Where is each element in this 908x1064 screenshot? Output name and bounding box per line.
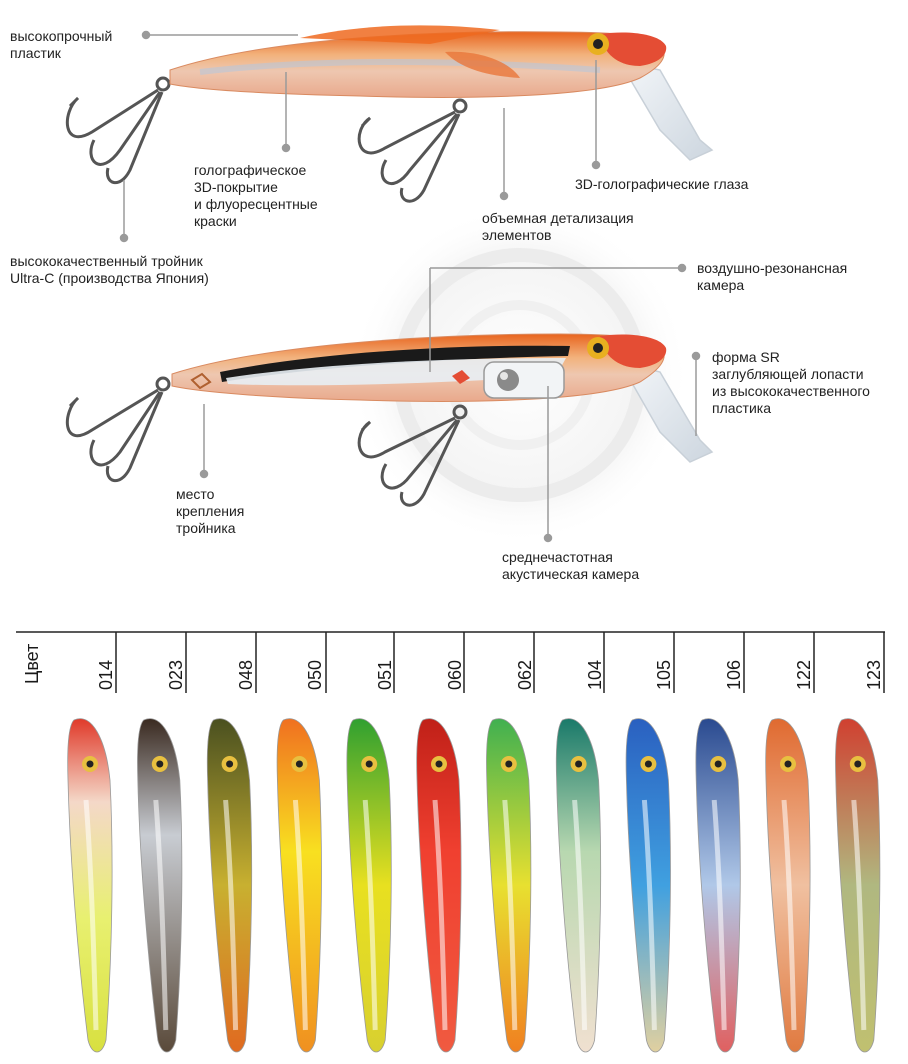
swatch-lure-050: [276, 718, 322, 1053]
diving-lip-2: [618, 360, 714, 463]
swatch-lure-105: [625, 718, 671, 1053]
color-code-106: 106: [724, 659, 745, 690]
swatch-lure-122: [765, 718, 811, 1053]
callout-plastic: высокопрочный пластик: [10, 28, 113, 61]
callout-eyes: 3D-голографические глаза: [575, 176, 749, 192]
color-code-105: 105: [654, 659, 675, 690]
color-code-062: 062: [514, 659, 535, 690]
callout-mount: место крепления тройника: [176, 486, 245, 536]
diving-lip: [618, 60, 714, 161]
swatch-lure-106: [695, 718, 741, 1053]
rattle-ball-icon: [497, 369, 519, 391]
acoustic-chamber: [483, 361, 565, 399]
color-code-123: 123: [863, 659, 884, 690]
callout-hook: высококачественный тройник Ultra-C (прои…: [10, 253, 209, 286]
color-code-023: 023: [165, 659, 186, 690]
belly-hook-icon: [357, 98, 468, 203]
swatch-lure-060: [416, 718, 462, 1053]
swatch-lure-104: [555, 718, 602, 1053]
callout-blade: форма SR заглубляющей лопасти из высокок…: [712, 349, 870, 416]
callout-acoustic: среднечастотная акустическая камера: [502, 549, 640, 582]
callout-air: воздушно-резонансная камера: [697, 260, 848, 293]
color-code-122: 122: [794, 659, 814, 690]
color-code-048: 048: [235, 659, 256, 690]
color-code-051: 051: [375, 659, 396, 690]
color-code-014: 014: [96, 659, 116, 690]
color-table-frame: [16, 631, 885, 693]
rear-hook-icon-2: [65, 376, 171, 482]
swatch-lure-014: [67, 718, 113, 1053]
bottom-lure: [65, 333, 714, 507]
callout-holo: голографическое 3D-покрытие и флуоресцен…: [194, 162, 318, 229]
belly-hook-icon-2: [357, 404, 468, 507]
top-lure: [65, 25, 714, 203]
color-code-050: 050: [305, 659, 326, 690]
swatch-lures: [67, 718, 881, 1053]
color-code-060: 060: [445, 659, 465, 690]
rear-hook-icon: [65, 76, 171, 184]
color-code-104: 104: [584, 659, 605, 690]
swatch-lure-048: [206, 718, 253, 1053]
swatch-lure-051: [346, 718, 392, 1053]
swatch-lure-023: [137, 718, 183, 1053]
air-chamber: [220, 345, 570, 382]
color-table-header: Цвет: [22, 643, 42, 684]
swatch-lure-062: [486, 718, 532, 1053]
swatch-lure-123: [835, 718, 881, 1053]
callout-detail: объемная детализация элементов: [482, 210, 634, 243]
